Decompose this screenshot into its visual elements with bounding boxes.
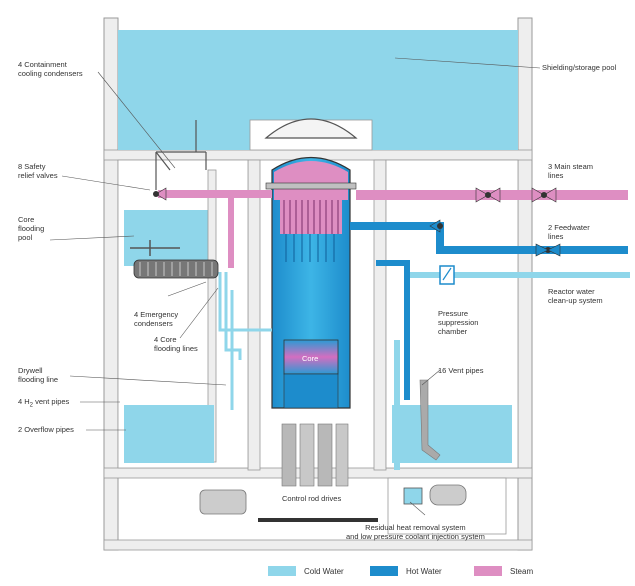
label-rhr: Residual heat removal system and low pre… [346,523,485,541]
separator-tubes [283,200,339,234]
h2-suffix: vent pipes [33,397,70,406]
reactor-vessel [265,156,357,409]
rhr-system [199,477,507,535]
chimney-tubes [285,234,335,262]
safety-relief-line [153,187,272,268]
core-flooding-lines [218,272,272,410]
label-overflow-pipes: 2 Overflow pipes [18,425,74,434]
legend-steam: Steam [474,565,533,577]
label-suppression: Pressure suppression chamber [438,309,479,336]
legend-cold-water: Cold Water [268,565,344,577]
label-drywell-flooding: Drywell flooding line [18,366,59,384]
legend-label-hot: Hot Water [406,566,442,576]
vessel-flange [265,182,357,190]
label-feedwater: 2 Feedwater lines [548,223,590,241]
core-region [283,339,339,375]
emergency-condenser [130,240,219,279]
suppression-water [392,405,512,463]
cleanup-system [376,260,630,400]
label-core: Core [302,354,319,363]
main-steam-lines [356,187,628,203]
containment-condensers [155,120,207,190]
label-cleanup: Reactor water clean-up system [548,287,603,305]
legend-swatch-hot [370,566,398,576]
label-main-steam: 3 Main steam lines [548,162,594,180]
control-rod-drives [258,423,378,522]
legend-label-steam: Steam [510,566,534,576]
reactor-dome [264,118,358,139]
label-h2-vent-pipes: 4 H2 vent pipes [18,397,69,411]
h2-prefix: 4 H [18,397,30,406]
legend-swatch-steam [474,566,502,576]
label-containment-condensers: 4 Containment cooling condensers [18,60,83,78]
label-core-flooding-pool: Core flooding pool [18,215,45,242]
legend-hot-water: Hot Water [370,565,442,577]
label-safety-relief-valves: 8 Safety relief valves [18,162,58,180]
legend-swatch-cold [268,566,296,576]
leader-lines [49,57,541,516]
feedwater-lines [350,219,628,257]
label-core-flooding-lines: 4 Core flooding lines [154,335,198,353]
legend-label-cold: Cold Water [304,566,344,576]
label-shielding-pool: Shielding/storage pool [542,63,617,72]
h2-subscript: 2 [29,402,34,409]
core-flooding-pool [124,210,214,266]
label-emergency-condensers: 4 Emergency condensers [134,310,179,328]
label-control-rod-drives: Control rod drives [282,494,342,503]
label-vent-pipes: 16 Vent pipes [438,366,484,375]
pool-lower-water [124,405,214,463]
